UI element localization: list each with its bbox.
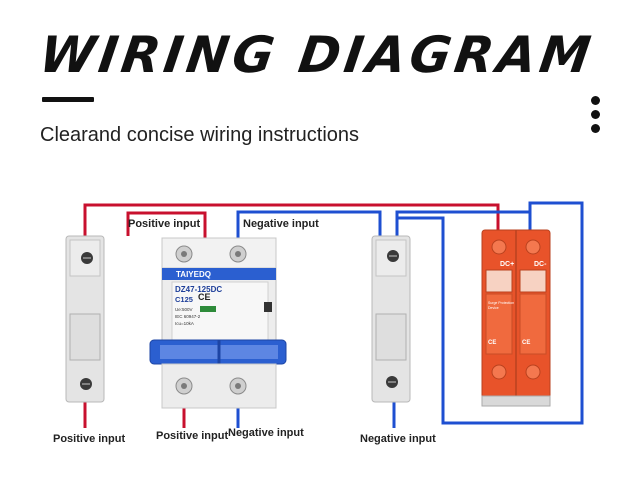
breaker-spec-3: Icu=10kA bbox=[175, 321, 194, 326]
page-subtitle: Clearand concise wiring instructions bbox=[40, 124, 360, 146]
fuse-holder-right bbox=[371, 235, 411, 403]
spd-ce-mark-left: CE bbox=[488, 340, 496, 346]
breaker-ce-mark: CE bbox=[198, 292, 211, 302]
breaker-brand: TAIYEDQ bbox=[176, 270, 211, 279]
label-bottom-negative-center: Negative input bbox=[228, 427, 304, 439]
negative-wire-breaker-in bbox=[236, 210, 382, 240]
breaker-model: DZ47-125DC bbox=[175, 285, 222, 294]
title-underline bbox=[42, 97, 94, 102]
negative-wire-spd-return bbox=[397, 201, 584, 425]
spd-ce-mark-right: CE bbox=[522, 340, 530, 346]
label-bottom-negative-right: Negative input bbox=[360, 433, 436, 445]
breaker-spec-2: IEC 60947-2 bbox=[175, 314, 201, 319]
fuse-holder-left bbox=[65, 235, 105, 403]
positive-wire-to-spd bbox=[83, 203, 500, 238]
breaker-spec-1: Ue:500V bbox=[175, 307, 193, 312]
breaker-rating: C125 bbox=[175, 295, 193, 304]
negative-wire-to-spd bbox=[395, 210, 532, 238]
positive-wire-breaker-in bbox=[126, 211, 207, 240]
spd-label-line-1: Surge Protection bbox=[488, 301, 514, 305]
spd-label-line-2: Device bbox=[488, 306, 499, 310]
spd-pole-plus: DC+ bbox=[500, 261, 514, 268]
label-top-positive-input: Positive input bbox=[128, 218, 201, 230]
label-bottom-positive-center: Positive input bbox=[156, 430, 229, 442]
vertical-dots-icon[interactable] bbox=[588, 96, 602, 138]
label-bottom-positive-left: Positive input bbox=[53, 433, 126, 445]
spd-pole-minus: DC- bbox=[534, 261, 547, 268]
label-top-negative-input: Negative input bbox=[243, 218, 319, 230]
circuit-breaker bbox=[149, 237, 287, 409]
surge-protection-device bbox=[481, 229, 551, 407]
